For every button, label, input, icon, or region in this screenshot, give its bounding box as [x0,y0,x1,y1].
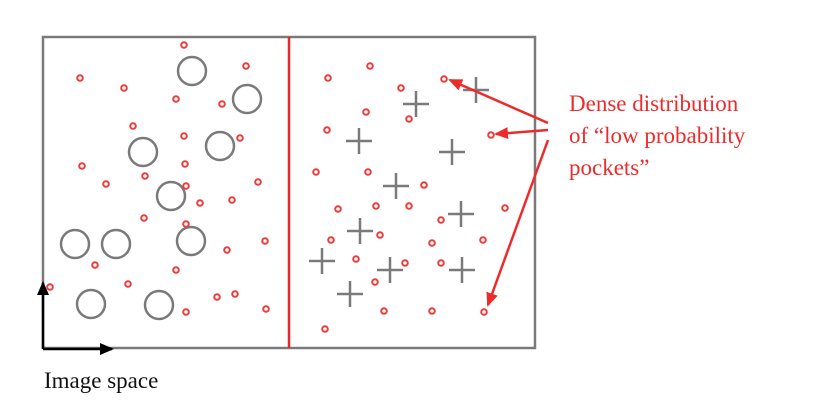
large-circle-marker [143,289,175,321]
large-circle-marker [75,288,107,320]
cross-marker [403,91,429,117]
cross-marker [309,248,335,274]
small-point-marker [180,132,188,140]
small-point-marker [327,236,335,244]
small-point-marker [172,266,180,274]
arrow-to-top-point [448,78,549,125]
small-point-marker [401,259,409,267]
cross-marker [439,139,465,165]
small-point-marker [91,261,99,269]
large-circle-marker [204,130,236,162]
cross-marker [346,128,372,154]
annotation-line-1: Dense distribution [569,91,739,116]
small-point-marker [172,95,180,103]
large-circle-marker [155,180,187,212]
large-circle-marker [175,225,207,257]
small-point-marker [501,204,509,212]
annotation-line-2: of “low probability [569,123,746,148]
small-point-marker [76,74,84,82]
small-point-marker [428,239,436,247]
large-circle-marker [231,83,263,115]
small-point-marker [371,278,379,286]
large-circle-marker [176,55,208,87]
crosses-group [309,77,489,307]
small-point-marker [324,74,332,82]
small-point-marker [228,196,236,204]
small-point-marker [362,108,370,116]
small-point-marker [124,280,132,288]
small-point-marker [420,181,428,189]
small-point-marker [181,160,189,168]
small-point-marker [487,131,495,139]
small-point-marker [129,122,137,130]
small-point-marker [321,325,329,333]
small-point-marker [231,290,239,298]
small-point-marker [366,62,374,70]
small-point-marker [120,84,128,92]
small-point-marker [437,216,445,224]
annotation-arrows [448,78,550,307]
small-point-marker [262,305,270,313]
small-point-marker [405,202,413,210]
cross-marker [347,218,373,244]
cross-marker [448,201,474,227]
annotation-line-3: pockets” [569,155,649,180]
small-point-marker [372,202,380,210]
small-point-marker [46,283,54,291]
small-point-marker [223,246,231,254]
caption-image-space: Image space [44,368,158,393]
small-point-marker [440,75,448,83]
arrow-to-middle-point [494,127,549,140]
small-point-marker [312,168,320,176]
large-circles-group [59,55,263,321]
small-point-marker [376,231,384,239]
large-circle-marker [100,228,132,260]
small-point-marker [380,307,388,315]
arrow-to-bottom-point [486,139,550,307]
small-point-marker [213,293,221,301]
small-point-marker [182,182,190,190]
small-point-marker [480,308,488,316]
small-point-marker [479,236,487,244]
small-point-marker [334,205,342,213]
cross-marker [449,257,475,283]
cross-marker [383,173,409,199]
small-point-marker [323,126,331,134]
large-circle-marker [127,136,159,168]
small-point-marker [236,134,244,142]
small-point-marker [196,199,204,207]
small-point-marker [102,180,110,188]
small-point-marker [405,115,413,123]
small-point-marker [437,259,445,267]
small-point-marker [261,237,269,245]
small-point-marker [397,84,405,92]
small-point-marker [180,41,188,49]
cross-marker [463,77,489,103]
small-point-marker [218,100,226,108]
small-point-marker [364,168,372,176]
small-point-marker [141,172,149,180]
small-point-marker [182,220,190,228]
cross-marker [337,281,363,307]
small-point-marker [182,308,190,316]
small-point-marker [242,62,250,70]
axes-icon [37,281,114,355]
small-point-marker [78,162,86,170]
small-point-marker [254,178,262,186]
small-point-marker [428,307,436,315]
large-circle-marker [59,228,91,260]
points-group [46,41,509,333]
cross-marker [377,257,403,283]
small-point-marker [352,255,360,263]
small-point-marker [140,214,148,222]
